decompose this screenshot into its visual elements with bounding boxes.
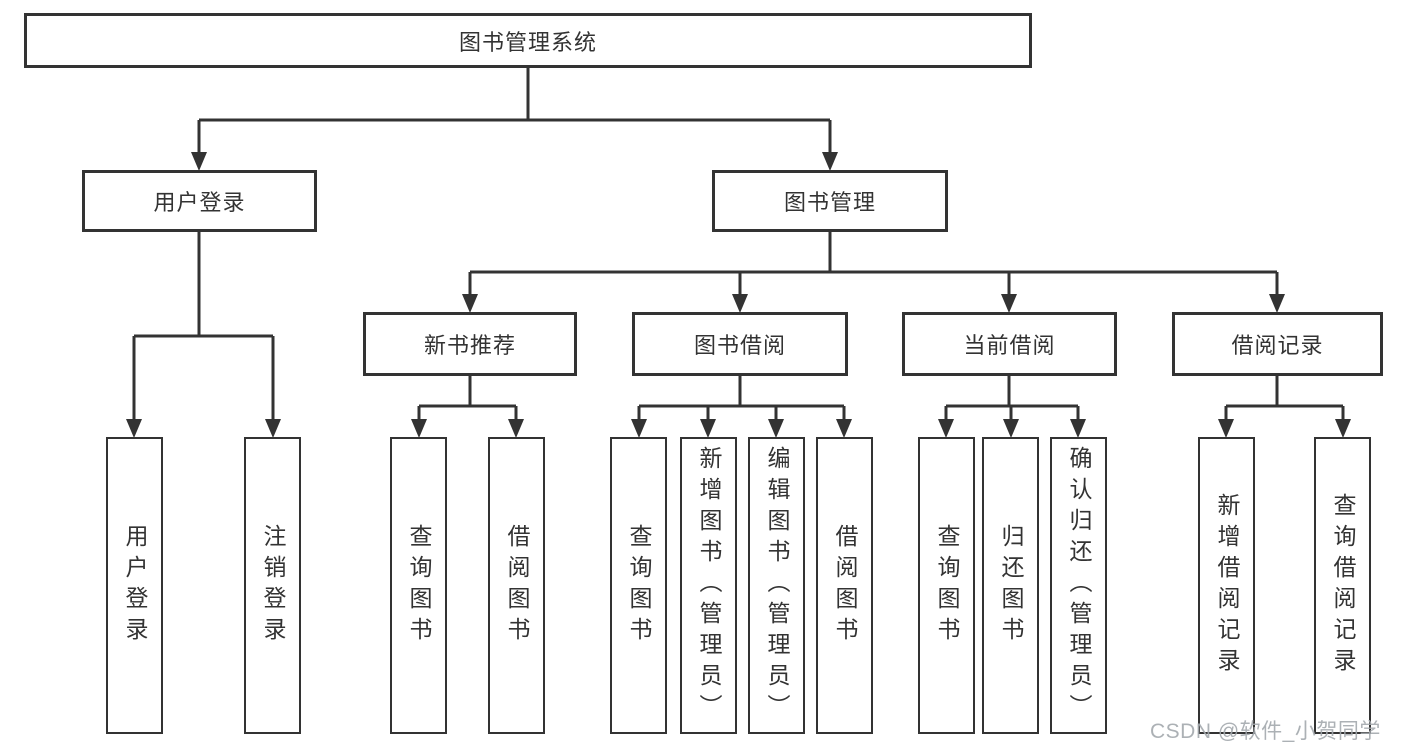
arrowheads	[126, 152, 1351, 438]
leaf-query-books-current: 查询图书	[918, 437, 975, 734]
leaf-edit-book-admin: 编辑图书（管理员）	[748, 437, 805, 734]
connector-current-group	[944, 376, 1080, 421]
node-book-management: 图书管理	[712, 170, 948, 232]
connector-borrow-group	[637, 376, 846, 421]
leaf-confirm-return-admin: 确认归还（管理员）	[1050, 437, 1107, 734]
node-book-borrow: 图书借阅	[632, 312, 848, 376]
leaf-logout: 注销登录	[244, 437, 301, 734]
connector-bookmgr-branch	[468, 232, 1279, 295]
leaf-query-books-newbook: 查询图书	[390, 437, 447, 734]
leaf-borrow-books-borrow: 借阅图书	[816, 437, 873, 734]
leaf-add-borrow-record: 新增借阅记录	[1198, 437, 1255, 734]
leaf-query-borrow-record: 查询借阅记录	[1314, 437, 1371, 734]
watermark: CSDN @软件_小贺同学	[1150, 720, 1381, 743]
connector-newbook-group	[417, 376, 518, 421]
leaf-user-login: 用户登录	[106, 437, 163, 734]
node-borrow-records: 借阅记录	[1172, 312, 1383, 376]
node-current-borrow: 当前借阅	[902, 312, 1117, 376]
leaf-borrow-books-newbook: 借阅图书	[488, 437, 545, 734]
leaf-query-books-borrow: 查询图书	[610, 437, 667, 734]
node-user-login-module: 用户登录	[82, 170, 317, 232]
connector-login-branch	[132, 232, 275, 421]
leaf-return-book: 归还图书	[982, 437, 1039, 734]
connector-records-group	[1224, 376, 1345, 421]
leaf-add-book-admin: 新增图书（管理员）	[680, 437, 737, 734]
node-new-book-recommend: 新书推荐	[363, 312, 577, 376]
connector-root-to-level2	[197, 68, 832, 155]
node-root-system: 图书管理系统	[24, 13, 1032, 68]
